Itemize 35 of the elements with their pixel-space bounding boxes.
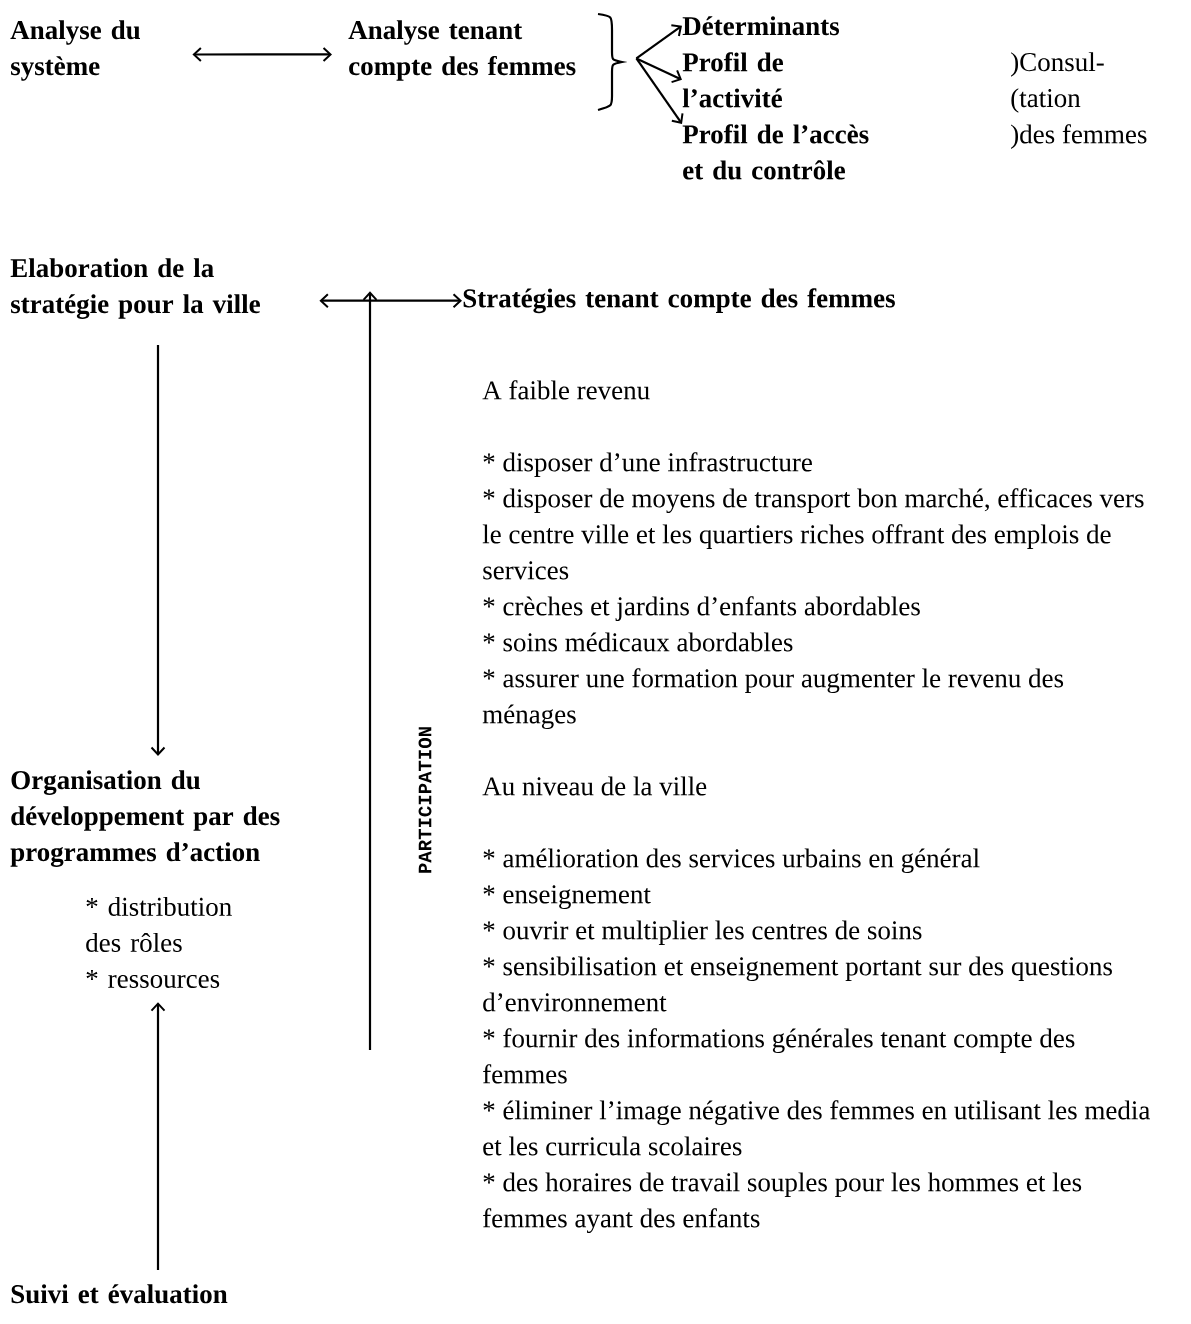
bullet-text: * amélioration des services urbains en général bbox=[483, 848, 980, 874]
bullet-text: * fournir des informations générales tenant compte des femmes bbox=[483, 1028, 1075, 1084]
bullet-text: * éliminer l’image négative des femmes en utilisant les media et les curricula scolaires bbox=[483, 1100, 1150, 1156]
node-text: Suivi et évaluation bbox=[11, 1284, 228, 1304]
node-text: Elaboration de la stratégie pour la ville bbox=[10, 258, 260, 319]
arrow bbox=[150, 1002, 166, 1270]
arrow bbox=[150, 345, 166, 756]
section-heading: A faible revenu bbox=[482, 380, 650, 400]
node-text: Profil de l’activité bbox=[682, 52, 783, 108]
node-text: Analyse du système bbox=[10, 20, 140, 81]
bullet-text: * ouvrir et multiplier les centres de soins bbox=[483, 920, 922, 945]
bullet-text: * enseignement bbox=[483, 885, 651, 910]
edge-label: PARTICIPATION bbox=[418, 727, 432, 873]
bullet-text: * disposer d’une infrastructure bbox=[483, 452, 812, 477]
side-note: )des femmes bbox=[1011, 124, 1147, 149]
node-text: Stratégies tenant compte des femmes bbox=[463, 288, 895, 314]
arrow bbox=[362, 291, 378, 1050]
arrow bbox=[192, 46, 332, 62]
arrow bbox=[635, 57, 684, 124]
node-text: Profil de l’accès et du contrôle bbox=[682, 124, 869, 180]
node-text: Organisation du développement par des programmes d’action * distribution des rôles * ressources bbox=[10, 770, 280, 988]
side-note: )Consul- bbox=[1011, 52, 1104, 77]
node-text: Analyse tenant compte des femmes bbox=[348, 20, 576, 81]
bullet-text: * sensibilisation et enseignement portant sur des questions d’environnement bbox=[483, 956, 1112, 1012]
arrow bbox=[319, 293, 462, 309]
section-heading: Au niveau de la ville bbox=[482, 776, 707, 796]
side-note: (tation bbox=[1011, 88, 1081, 113]
bullet-text: * disposer de moyens de transport bon marché, efficaces vers le centre ville et les quartiers riches offrant des emplois de services bbox=[482, 488, 1144, 580]
bullet-text: * crèches et jardins d’enfants abordables bbox=[483, 596, 920, 621]
node-text: Déterminants bbox=[682, 16, 839, 36]
arrow bbox=[635, 57, 682, 84]
bullet-text: * soins médicaux abordables bbox=[483, 632, 793, 652]
arrow bbox=[635, 24, 682, 60]
bullet-text: * assurer une formation pour augmenter le revenu des ménages bbox=[482, 668, 1064, 730]
bullet-text: * des horaires de travail souples pour les hommes et les femmes ayant des enfants bbox=[483, 1172, 1082, 1234]
